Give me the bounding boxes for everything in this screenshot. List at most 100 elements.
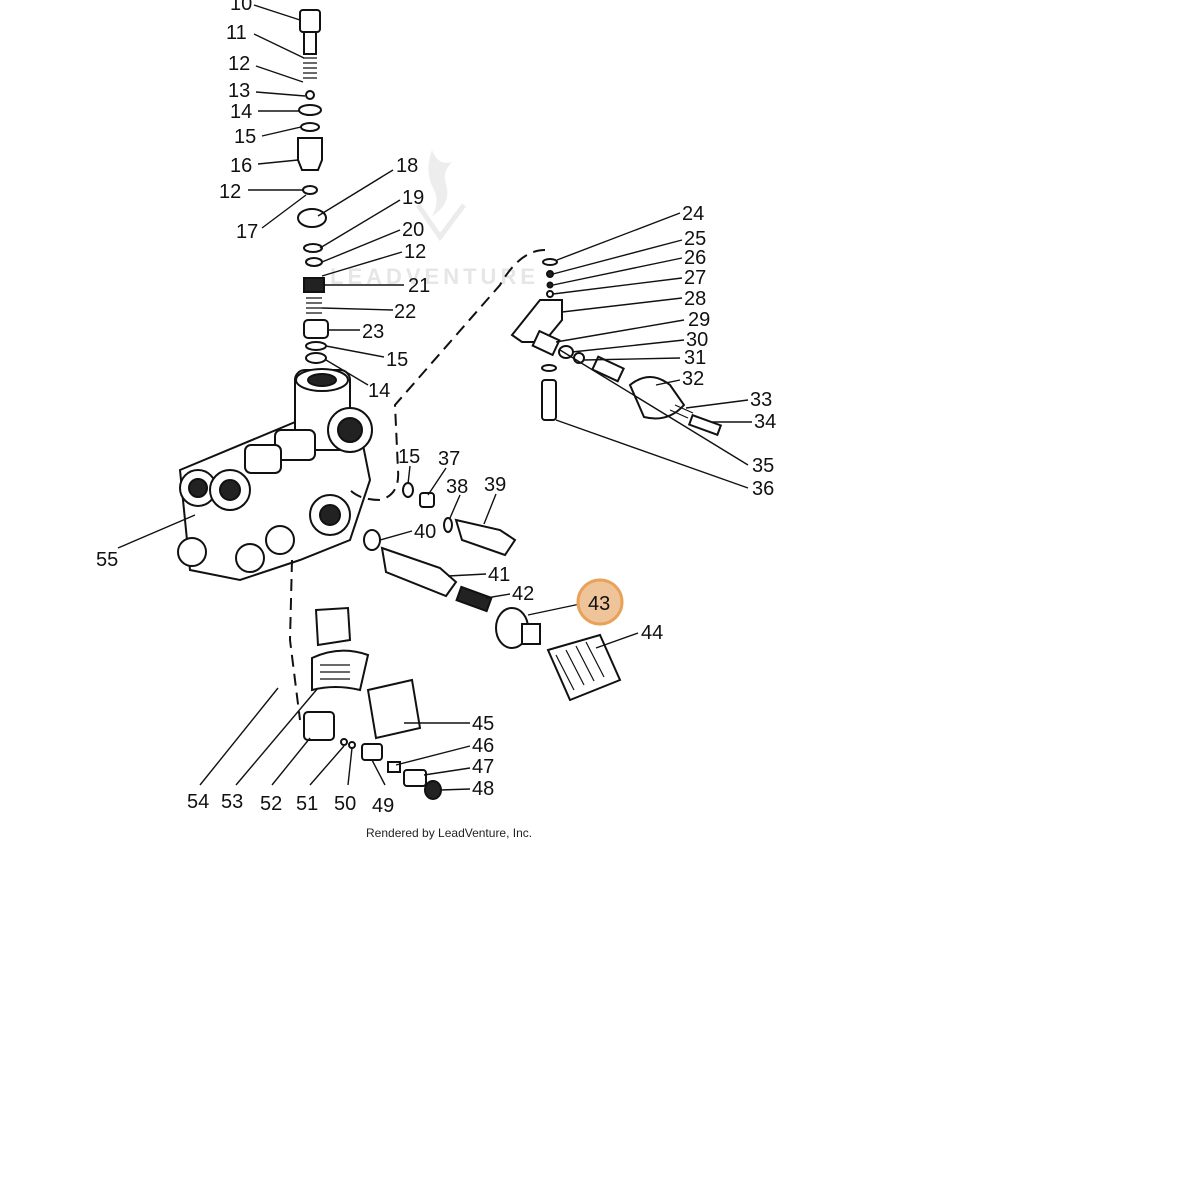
- callout-16[interactable]: 16: [230, 155, 252, 177]
- part-45: [366, 678, 422, 740]
- part-34: [687, 413, 723, 437]
- part-25: [546, 270, 554, 278]
- callout-18[interactable]: 18: [396, 155, 418, 177]
- callout-15[interactable]: 15: [398, 446, 420, 468]
- leader-54: [199, 687, 279, 786]
- part-38: [443, 517, 453, 533]
- manifold-port-bottom-right: [265, 525, 295, 555]
- callout-30[interactable]: 30: [686, 329, 708, 351]
- callout-50[interactable]: 50: [334, 793, 356, 815]
- leader-12a: [255, 65, 304, 83]
- leader-17: [261, 194, 307, 229]
- part-12-spring: [303, 57, 317, 79]
- leader-50: [347, 747, 353, 786]
- callout-12[interactable]: 12: [219, 181, 241, 203]
- callout-13[interactable]: 13: [228, 80, 250, 102]
- part-35: [541, 379, 557, 421]
- part-43: [495, 607, 541, 649]
- callout-41[interactable]: 41: [488, 564, 510, 586]
- leader-24: [556, 212, 681, 261]
- callout-49[interactable]: 49: [372, 795, 394, 817]
- callout-14[interactable]: 14: [230, 101, 252, 123]
- callout-12[interactable]: 12: [404, 241, 426, 263]
- callout-51[interactable]: 51: [296, 793, 318, 815]
- callout-44[interactable]: 44: [641, 622, 663, 644]
- callout-20[interactable]: 20: [402, 219, 424, 241]
- leader-36: [555, 419, 749, 489]
- callout-42[interactable]: 42: [512, 583, 534, 605]
- part-52: [303, 711, 335, 741]
- callout-15[interactable]: 15: [386, 349, 408, 371]
- part-15: [300, 122, 320, 132]
- leader-13: [255, 91, 306, 97]
- callout-12[interactable]: 12: [228, 53, 250, 75]
- leader-14b: [325, 359, 369, 386]
- callout-34[interactable]: 34: [754, 411, 776, 433]
- part-50: [348, 741, 356, 749]
- leader-38: [449, 494, 461, 519]
- callout-19[interactable]: 19: [402, 187, 424, 209]
- callout-27[interactable]: 27: [684, 267, 706, 289]
- part-31: [591, 355, 625, 383]
- callout-40[interactable]: 40: [414, 521, 436, 543]
- callout-37[interactable]: 37: [438, 448, 460, 470]
- manifold-port-bottom-left: [177, 537, 207, 567]
- part-49: [361, 743, 383, 761]
- callout-48[interactable]: 48: [472, 778, 494, 800]
- leader-42: [485, 593, 511, 599]
- part-32: [628, 376, 686, 420]
- callout-14[interactable]: 14: [368, 380, 390, 402]
- callout-21[interactable]: 21: [408, 275, 430, 297]
- rendered-by-footer: Rendered by LeadVenture, Inc.: [366, 826, 532, 840]
- callout-29[interactable]: 29: [688, 309, 710, 331]
- manifold-port-right-hole: [319, 504, 341, 526]
- part-26: [546, 281, 554, 289]
- leader-26: [552, 257, 683, 286]
- callout-39[interactable]: 39: [484, 474, 506, 496]
- manifold-port-left-hole: [188, 478, 208, 498]
- callout-31[interactable]: 31: [684, 347, 706, 369]
- leader-35: [559, 349, 749, 466]
- part-42: [455, 585, 493, 613]
- callout-32[interactable]: 32: [682, 368, 704, 390]
- callout-38[interactable]: 38: [446, 476, 468, 498]
- part-10: [299, 9, 321, 33]
- callout-22[interactable]: 22: [394, 301, 416, 323]
- callout-46[interactable]: 46: [472, 735, 494, 757]
- part-44: [546, 633, 622, 702]
- callout-11[interactable]: 11: [226, 22, 247, 44]
- callout-26[interactable]: 26: [684, 247, 706, 269]
- callout-33[interactable]: 33: [750, 389, 772, 411]
- callout-36[interactable]: 36: [752, 478, 774, 500]
- callout-45[interactable]: 45: [472, 713, 494, 735]
- callout-28[interactable]: 28: [684, 288, 706, 310]
- part-24: [542, 258, 558, 266]
- leader-31: [583, 357, 681, 361]
- leader-46: [395, 745, 471, 766]
- leader-44: [595, 632, 639, 649]
- callout-15[interactable]: 15: [234, 126, 256, 148]
- callout-52[interactable]: 52: [260, 793, 282, 815]
- part-51: [340, 738, 348, 746]
- callout-43[interactable]: 43: [588, 593, 610, 615]
- callout-24[interactable]: 24: [682, 203, 704, 225]
- leader-15b: [325, 345, 385, 358]
- callout-23[interactable]: 23: [362, 321, 384, 343]
- leader-53: [235, 687, 319, 786]
- callout-54[interactable]: 54: [187, 791, 209, 813]
- callout-47[interactable]: 47: [472, 756, 494, 778]
- leader-47: [423, 767, 471, 776]
- callout-labels: 10 11 12 13 14 15 16 12 17 18 19 20 12 2…: [96, 0, 776, 817]
- callout-53[interactable]: 53: [221, 791, 243, 813]
- callout-17[interactable]: 17: [236, 221, 258, 243]
- part-27: [546, 290, 554, 298]
- manifold-side-port-hole: [337, 417, 363, 443]
- lower-path-dashed: [288, 559, 301, 721]
- callout-25[interactable]: 25: [684, 228, 706, 250]
- callout-10[interactable]: 10: [230, 0, 252, 15]
- part-12-lower: [302, 185, 318, 195]
- leader-52: [271, 737, 311, 786]
- callout-35[interactable]: 35: [752, 455, 774, 477]
- callout-55[interactable]: 55: [96, 549, 118, 571]
